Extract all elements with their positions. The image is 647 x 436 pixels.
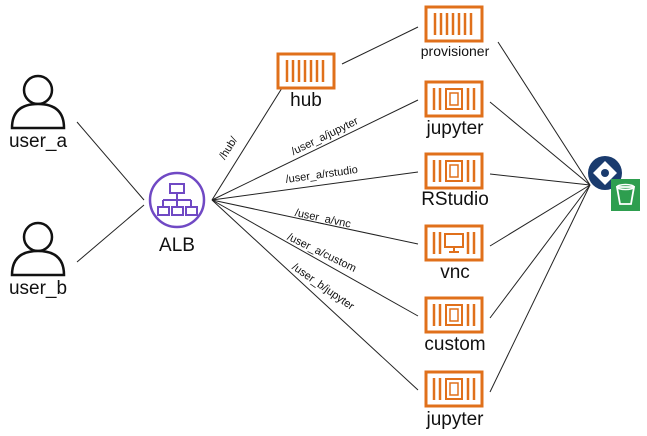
chip-icon (424, 370, 484, 408)
edge-jupyter-b-storage (489, 184, 591, 393)
edge-user-a-alb (76, 121, 145, 201)
provisioner-label: provisioner (420, 43, 490, 59)
container-icon (276, 52, 336, 90)
edge-provisioner-storage (497, 41, 591, 186)
edge-alb-rstudio (211, 171, 419, 201)
edge-rstudio-storage (489, 173, 591, 186)
edge-alb-jupyter-b (211, 199, 419, 391)
user-icon (10, 221, 66, 277)
jupyter-a-label: jupyter (426, 118, 484, 139)
bucket-icon (611, 179, 640, 211)
chip-icon (424, 152, 484, 190)
rstudio-label: RStudio (421, 189, 489, 210)
edge-alb-hub (211, 87, 283, 201)
edge-vnc-storage (489, 184, 591, 247)
edge-alb-custom (211, 199, 419, 317)
user-icon (10, 74, 66, 130)
chip-icon (424, 296, 484, 334)
alb-label: ALB (159, 235, 195, 256)
edge-jupyter-a-storage (489, 101, 591, 186)
edge-hub-provisioner (341, 26, 419, 65)
container-icon (424, 5, 484, 43)
user-a-label: user_a (8, 131, 68, 152)
hub-label: hub (290, 90, 322, 111)
edge-alb-jupyter-a (211, 99, 419, 201)
edge-custom-storage (489, 184, 591, 319)
edge-user-b-alb (76, 204, 145, 263)
user-b-label: user_b (8, 278, 68, 299)
connectors (76, 26, 591, 393)
custom-label: custom (424, 334, 486, 355)
chip-icon (424, 80, 484, 118)
monitor-icon (424, 224, 484, 262)
alb-icon (148, 171, 206, 229)
jupyter-b-label: jupyter (426, 409, 484, 430)
vnc-label: vnc (440, 262, 470, 283)
edge-alb-vnc (211, 199, 419, 245)
